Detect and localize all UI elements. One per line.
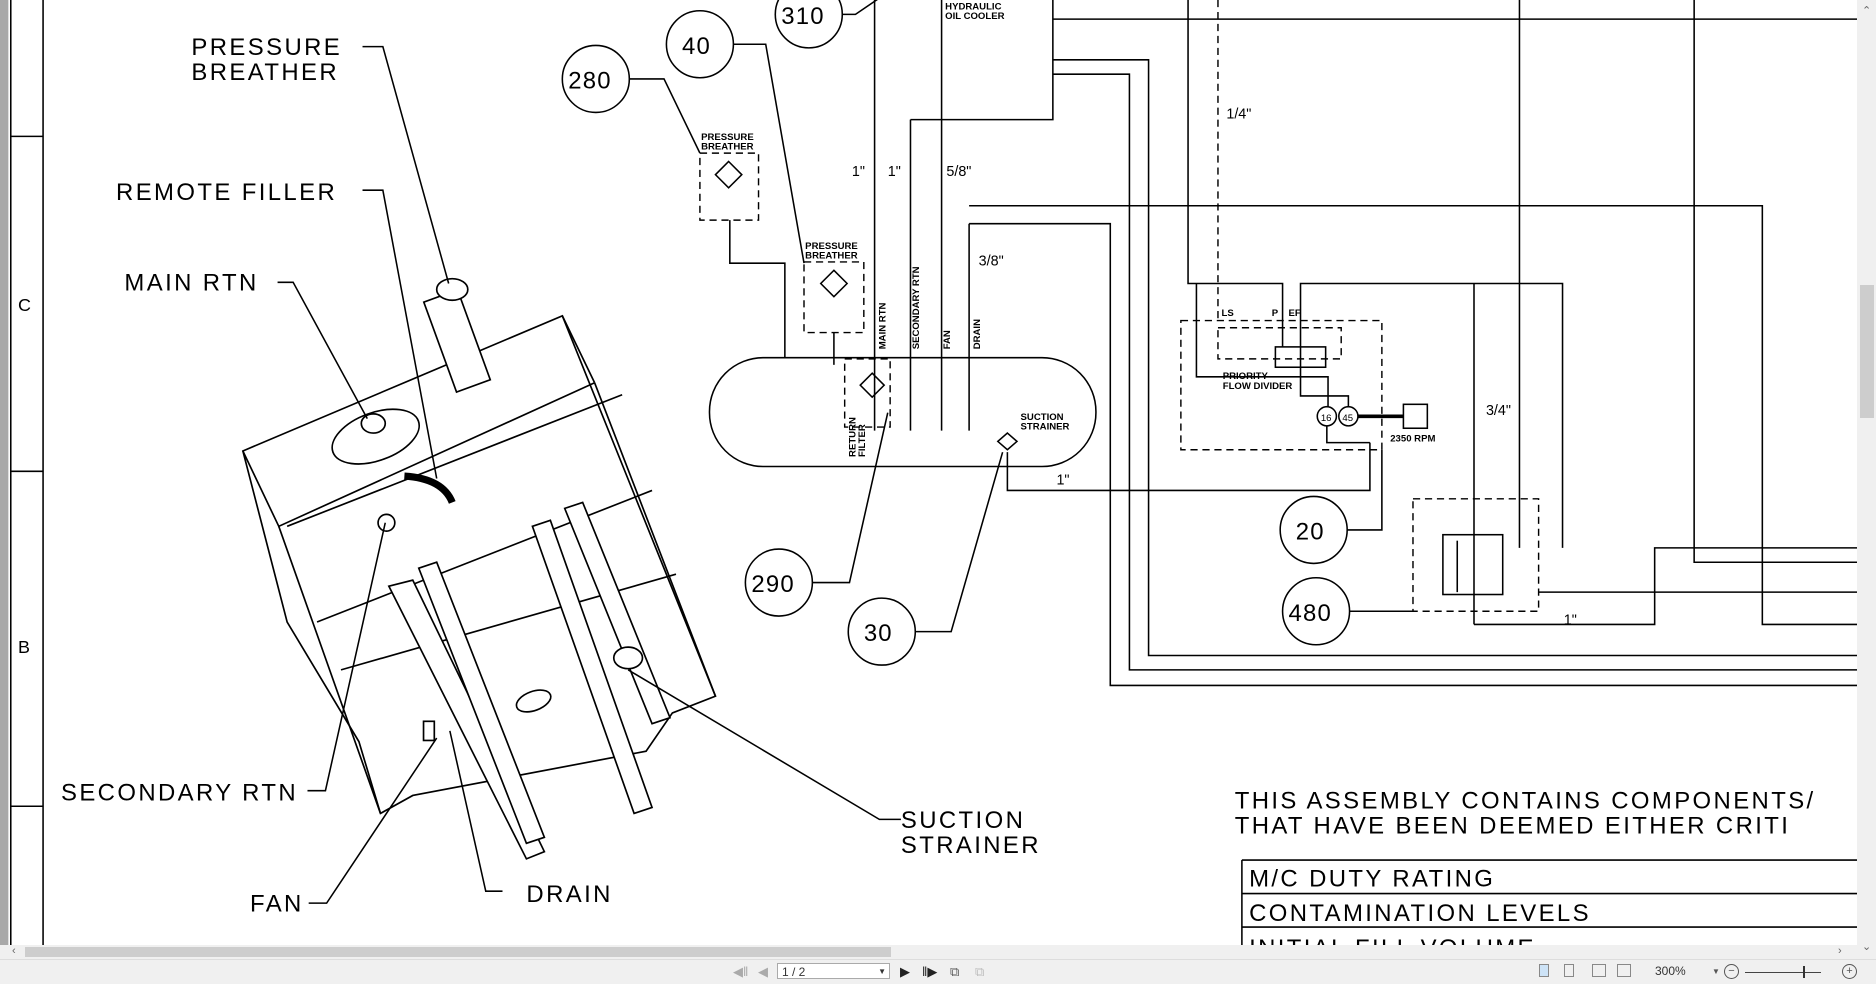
previous-page-icon[interactable]: ◀ bbox=[758, 964, 768, 979]
port-p: P bbox=[1272, 308, 1279, 319]
oil-cooler-label-1: HYDRAULIC bbox=[945, 2, 1001, 13]
scroll-down-icon[interactable]: ⌄ bbox=[1862, 941, 1872, 953]
motor-rpm: 2350 RPM bbox=[1390, 433, 1435, 444]
scroll-right-icon[interactable]: › bbox=[1838, 945, 1842, 957]
label-suction-strainer-1: SUCTION bbox=[901, 807, 1025, 834]
bottom-toolbar: ◀‖ ◀ 1 / 2 ▼ ▶ ‖▶ ⧉ ⧉ 300% ▼ − + bbox=[0, 959, 1876, 984]
first-page-icon[interactable]: ◀‖ bbox=[733, 964, 749, 979]
next-page-icon[interactable]: ▶ bbox=[900, 964, 910, 979]
zone-label-b: B bbox=[18, 637, 30, 657]
size-label: 1" bbox=[852, 164, 865, 180]
last-page-icon[interactable]: ‖▶ bbox=[922, 964, 938, 979]
line-label-drain: DRAIN bbox=[972, 319, 983, 349]
table-row-initial-fill: INITIAL FILL VOLUME bbox=[1249, 935, 1536, 945]
page-number-select[interactable]: 1 / 2 ▼ bbox=[777, 963, 890, 979]
callout-480: 480 bbox=[1289, 600, 1332, 627]
flow-divider-label-2: FLOW DIVIDER bbox=[1223, 381, 1293, 392]
callout-40: 40 bbox=[682, 33, 711, 60]
size-label: 3/8" bbox=[979, 254, 1004, 270]
zoom-level[interactable]: 300% bbox=[1655, 964, 1686, 978]
label-secondary-rtn: SECONDARY RTN bbox=[61, 779, 298, 806]
note-line-2: THAT HAVE BEEN DEEMED EITHER CRITI bbox=[1235, 813, 1791, 840]
size-label: 3/4" bbox=[1486, 403, 1511, 419]
drawing-border: C B bbox=[9, 0, 44, 945]
line-label-main-rtn: MAIN RTN bbox=[877, 302, 888, 349]
label-pressure-breather-1: PRESSURE bbox=[191, 34, 342, 61]
size-label: 5/8" bbox=[946, 164, 971, 180]
size-label: 1/4" bbox=[1226, 106, 1251, 122]
breather-1-label-1: PRESSURE bbox=[701, 132, 754, 143]
tank-labels: PRESSURE BREATHER REMOTE FILLER MAIN RTN… bbox=[61, 34, 1041, 918]
label-fan: FAN bbox=[250, 891, 304, 918]
label-pressure-breather-2: BREATHER bbox=[191, 59, 339, 86]
port-ls: LS bbox=[1222, 308, 1234, 319]
suction-strainer-label-1: SUCTION bbox=[1021, 412, 1064, 423]
drawing-canvas: C B PRESSURE BREATHER REMOTE FILLER MAIN… bbox=[0, 0, 1859, 945]
zoom-slider-thumb[interactable] bbox=[1803, 966, 1805, 978]
tank-illustration bbox=[241, 277, 717, 860]
line-label-fan: FAN bbox=[942, 330, 953, 349]
previous-view-icon[interactable]: ⧉ bbox=[950, 964, 960, 979]
callout-280: 280 bbox=[568, 68, 611, 95]
horizontal-scroll-thumb[interactable] bbox=[25, 947, 891, 957]
oil-cooler-label-2: OIL COOLER bbox=[945, 11, 1004, 22]
page-edge bbox=[0, 0, 9, 945]
hydraulic-schematic: HYDRAULIC OIL COOLER PRESSURE BREATHER P… bbox=[699, 0, 1859, 687]
next-view-icon[interactable]: ⧉ bbox=[975, 964, 985, 979]
zoom-slider[interactable] bbox=[1745, 972, 1821, 973]
size-label: 1" bbox=[888, 164, 901, 180]
zoom-in-icon[interactable]: + bbox=[1842, 964, 1857, 979]
breather-2-label-2: BREATHER bbox=[805, 250, 858, 261]
scroll-up-icon[interactable]: ⌃ bbox=[1862, 5, 1872, 17]
zone-label-c: C bbox=[18, 295, 31, 315]
pump-size-45: 45 bbox=[1342, 413, 1353, 424]
label-drain: DRAIN bbox=[526, 881, 612, 908]
vertical-scroll-thumb[interactable] bbox=[1860, 285, 1874, 418]
breather-2-label-1: PRESSURE bbox=[805, 241, 858, 252]
line-label-secondary-rtn: SECONDARY RTN bbox=[911, 266, 922, 349]
continuous-view-icon[interactable] bbox=[1564, 964, 1574, 977]
table-row-contamination: CONTAMINATION LEVELS bbox=[1249, 900, 1591, 927]
zoom-out-icon[interactable]: − bbox=[1724, 964, 1739, 979]
label-remote-filler: REMOTE FILLER bbox=[116, 179, 337, 206]
size-label: 1" bbox=[1056, 472, 1069, 488]
callout-290: 290 bbox=[751, 571, 794, 598]
chevron-down-icon: ▼ bbox=[878, 967, 886, 976]
scroll-left-icon[interactable]: ‹ bbox=[12, 945, 16, 957]
suction-strainer-label-2: STRAINER bbox=[1021, 421, 1070, 432]
vertical-scrollbar[interactable]: ⌃ ⌄ bbox=[1857, 0, 1876, 959]
page-number-value: 1 / 2 bbox=[782, 965, 806, 979]
callout-bubbles: 310 40 280 290 30 20 480 bbox=[561, 0, 1413, 666]
return-filter-label-1: RETURN bbox=[847, 417, 858, 457]
note-line-1: THIS ASSEMBLY CONTAINS COMPONENTS/ bbox=[1235, 788, 1816, 815]
two-page-continuous-view-icon[interactable] bbox=[1617, 964, 1631, 977]
single-page-view-icon[interactable] bbox=[1539, 964, 1549, 977]
port-ef: EF bbox=[1289, 308, 1301, 319]
breather-1-label-2: BREATHER bbox=[701, 142, 754, 153]
label-suction-strainer-2: STRAINER bbox=[901, 832, 1041, 859]
size-label: 1" bbox=[1564, 612, 1577, 628]
horizontal-scrollbar[interactable]: ‹ › bbox=[0, 945, 1857, 959]
callout-310: 310 bbox=[781, 3, 824, 30]
label-main-rtn: MAIN RTN bbox=[124, 270, 258, 297]
pump-size-16: 16 bbox=[1321, 413, 1332, 424]
return-filter-label-2: FILTER bbox=[857, 424, 868, 457]
two-page-view-icon[interactable] bbox=[1592, 964, 1606, 977]
table-row-duty-rating: M/C DUTY RATING bbox=[1249, 865, 1495, 892]
callout-20: 20 bbox=[1296, 518, 1325, 545]
callout-30: 30 bbox=[864, 620, 893, 647]
notes-block: THIS ASSEMBLY CONTAINS COMPONENTS/ THAT … bbox=[1235, 788, 1859, 945]
zoom-dropdown-icon[interactable]: ▼ bbox=[1712, 967, 1720, 976]
